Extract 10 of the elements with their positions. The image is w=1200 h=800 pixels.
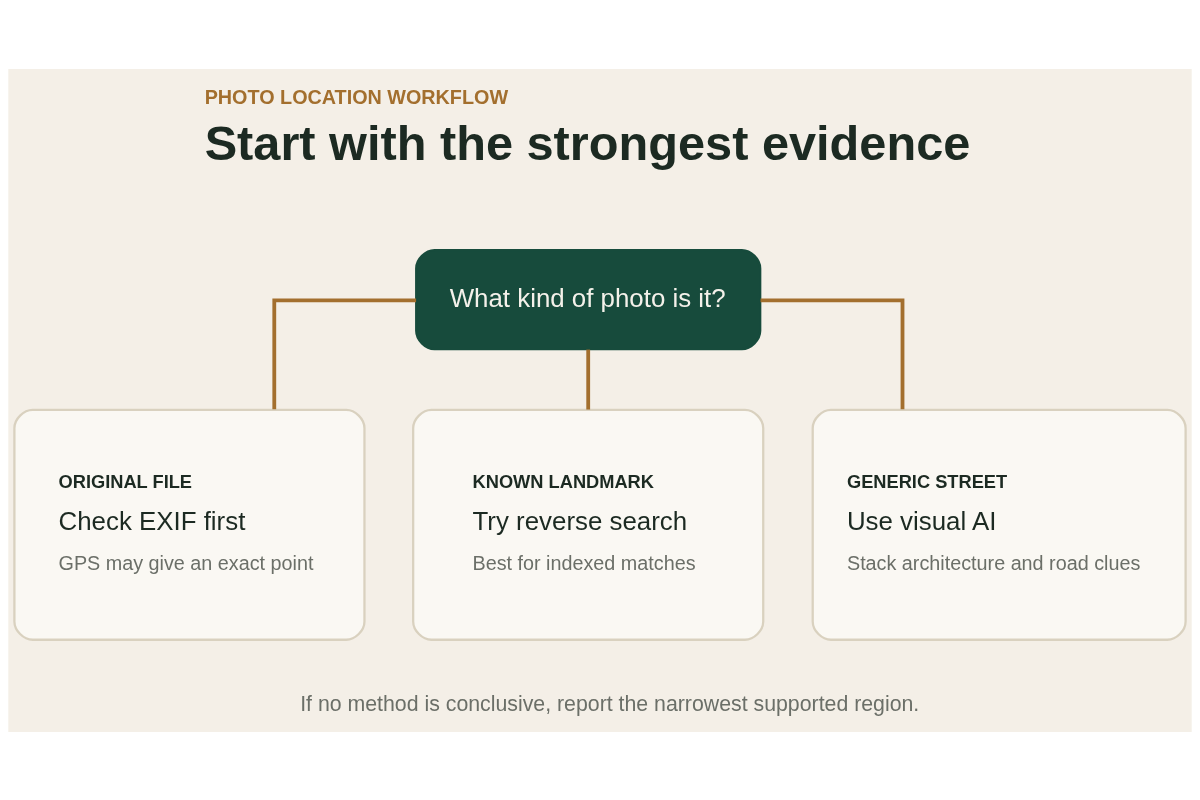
node-box: What kind of photo is it? <box>415 248 762 350</box>
connector <box>272 297 417 409</box>
connector <box>586 349 591 410</box>
label: PHOTO LOCATION WORKFLOW <box>204 85 509 108</box>
connector <box>760 297 905 409</box>
node-box: ORIGINAL FILE Check EXIF first GPS may give an exact point <box>13 408 366 641</box>
node-box: KNOWN LANDMARK Try reverse search Best for indexed matches <box>412 408 765 641</box>
caption: If no method is conclusive, report the narrowest supported region. <box>300 691 920 716</box>
node-box: GENERIC STREET Use visual AI Stack architecture and road clues <box>811 408 1187 641</box>
diagram-title: Start with the strongest evidence <box>204 115 971 170</box>
